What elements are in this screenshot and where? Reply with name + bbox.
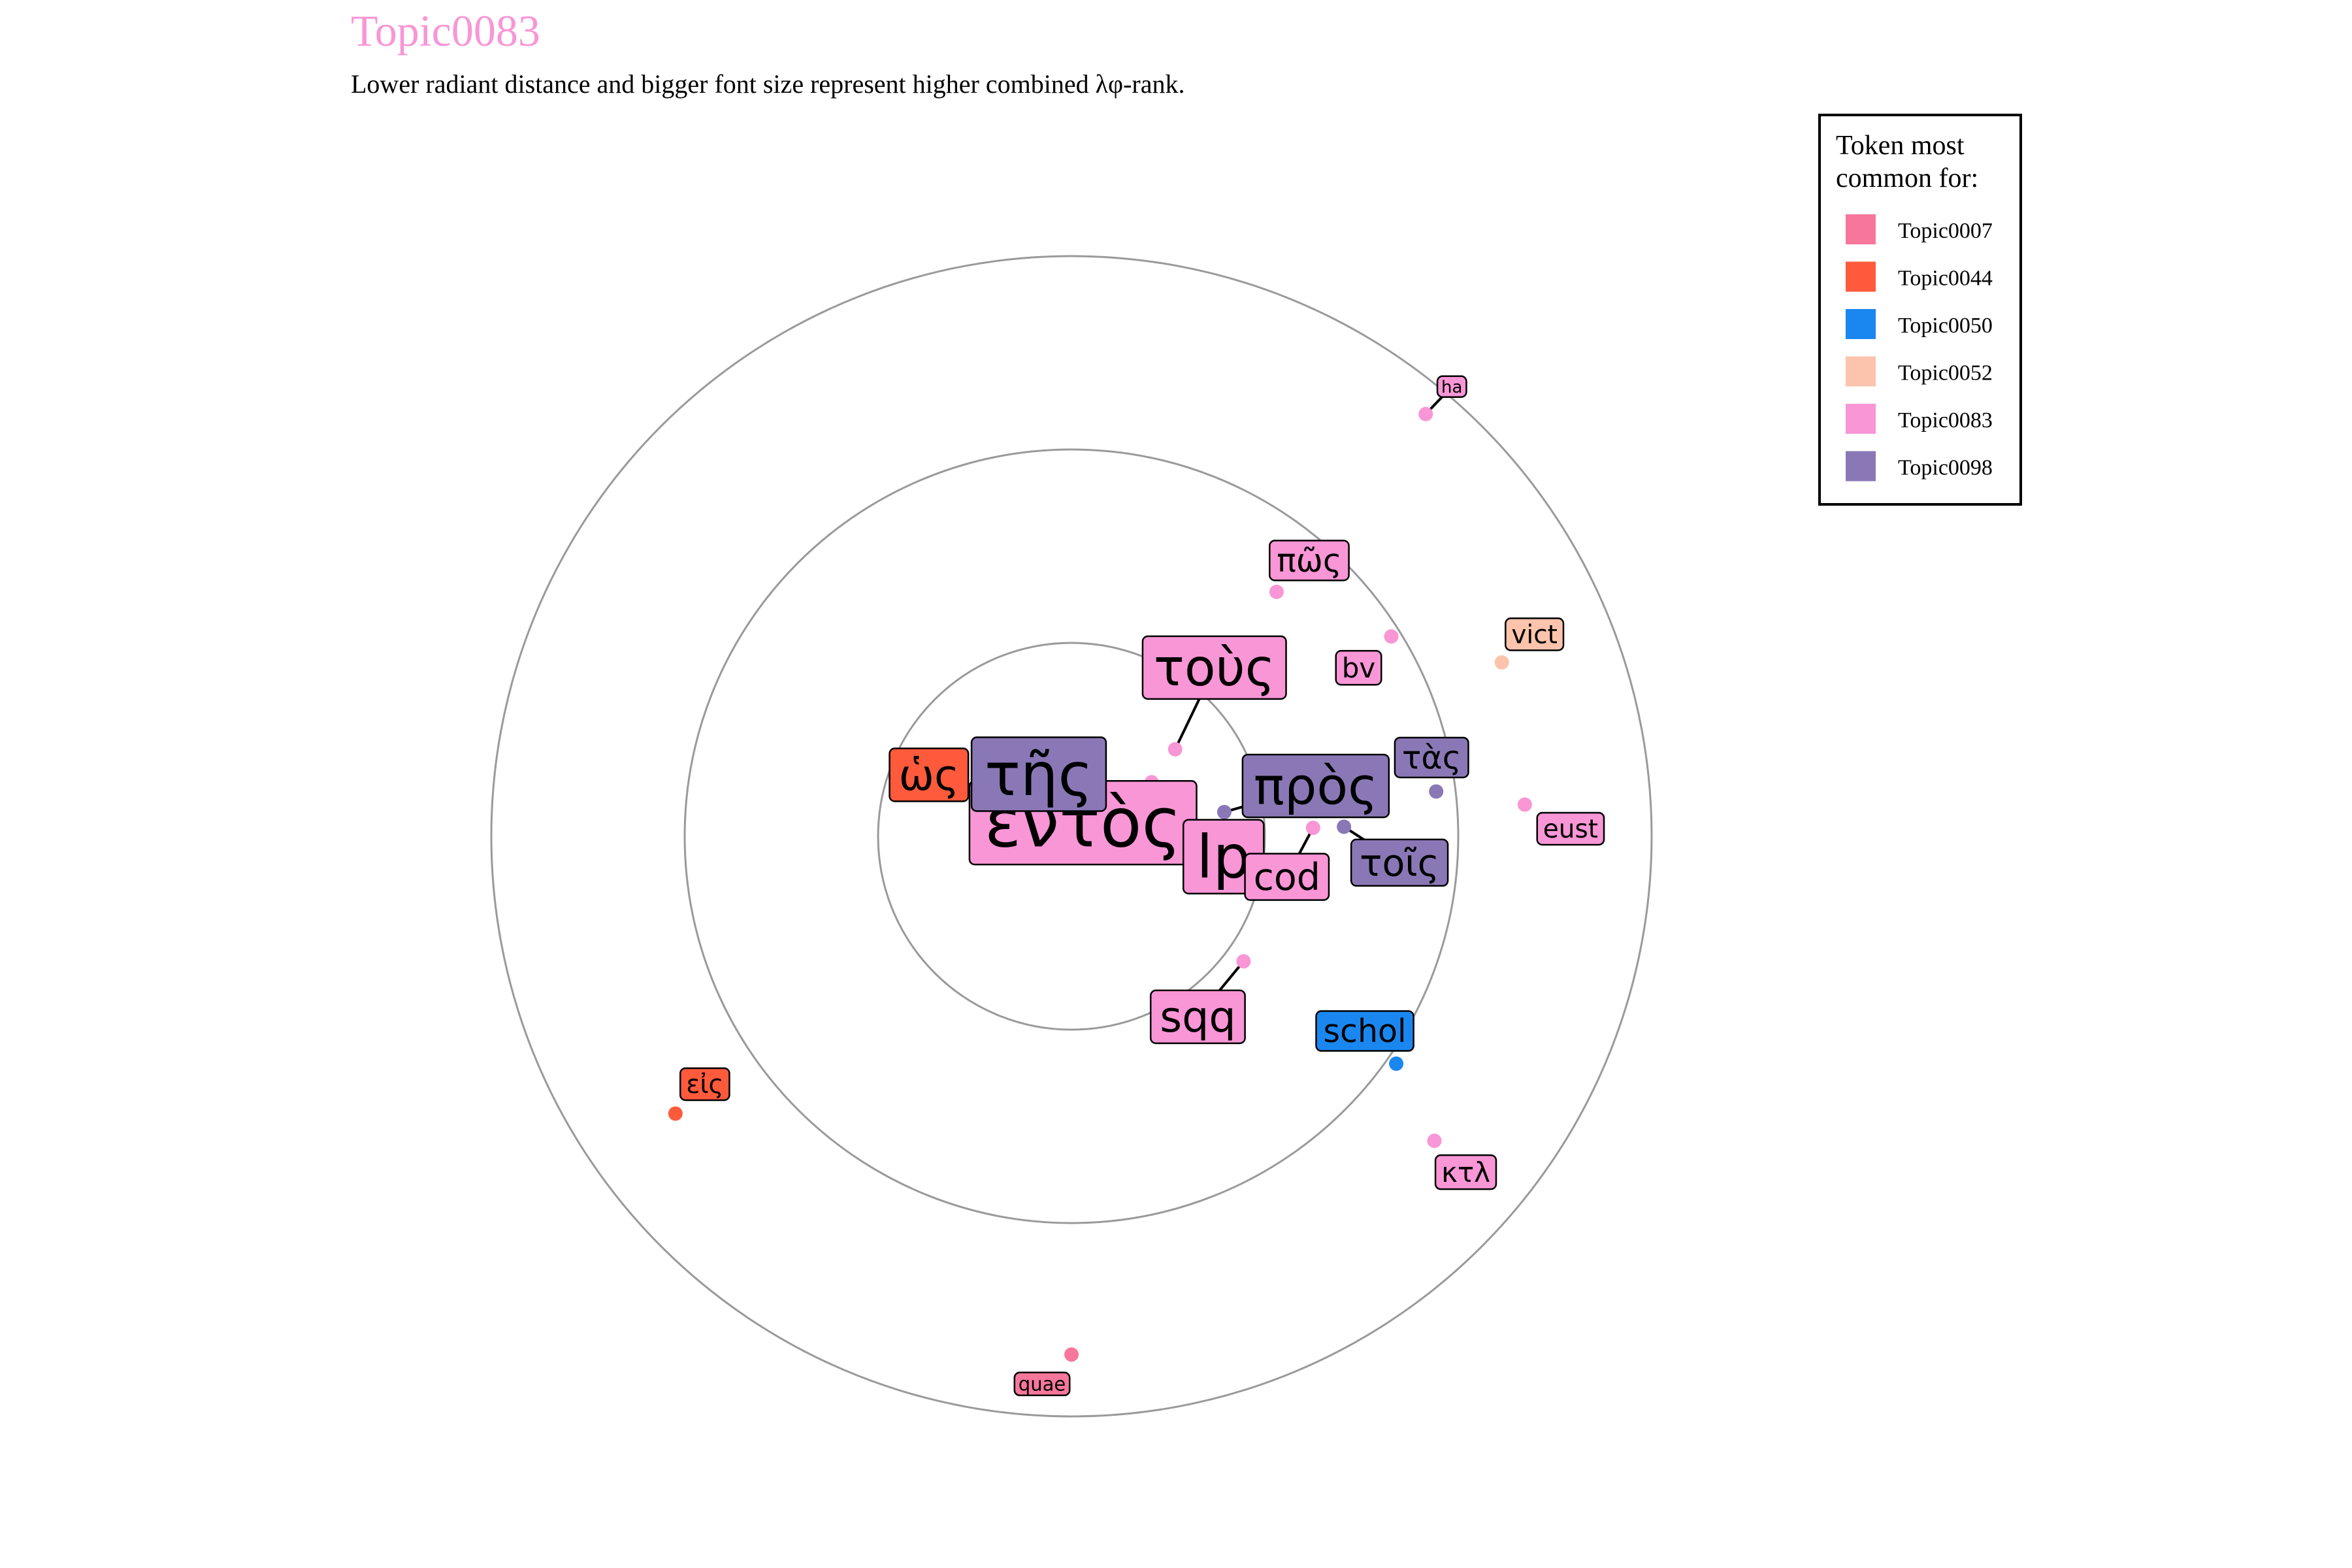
chart-subtitle: Lower radiant distance and bigger font s…: [351, 69, 1184, 99]
legend-label-topic0083: Topic0083: [1898, 408, 1993, 433]
token-label-text: εἰς: [686, 1070, 723, 1100]
legend: Token most common for: Topic0007Topic004…: [1818, 114, 2022, 506]
legend-label-topic0007: Topic0007: [1898, 219, 1993, 243]
token-label-text: τοὺς: [1154, 639, 1275, 698]
token-label-15: eust: [1536, 811, 1605, 846]
token-label-7: cod: [1244, 853, 1330, 901]
token-label-text: ὡς: [899, 751, 960, 800]
legend-swatch-topic0044: [1846, 261, 1876, 292]
token-label-box: [1141, 635, 1287, 700]
token-point-16: [668, 1106, 683, 1121]
token-label-text: πῶς: [1277, 542, 1341, 580]
legend-label-topic0052: Topic0052: [1898, 361, 1993, 385]
legend-swatch-topic0098: [1846, 451, 1876, 482]
token-label-18: quae: [1013, 1371, 1071, 1397]
ring-2: [683, 448, 1460, 1224]
token-point-14: [1494, 655, 1509, 670]
legend-swatch-topic0050: [1846, 309, 1876, 339]
token-label-1: τῆς: [970, 736, 1107, 812]
token-label-4: πρὸς: [1241, 753, 1390, 819]
legend-swatch-topic0052: [1846, 356, 1876, 387]
token-label-text: eust: [1543, 815, 1598, 844]
token-label-14: vict: [1505, 617, 1565, 651]
token-label-8: τοῖς: [1350, 838, 1449, 887]
token-label-13: κτλ: [1434, 1154, 1497, 1190]
token-label-text: τῆς: [985, 741, 1093, 809]
token-point-4: [1217, 804, 1232, 819]
token-label-box: [679, 1067, 730, 1102]
token-label-box: [1013, 1371, 1071, 1397]
token-point-11: [1384, 629, 1399, 644]
token-point-9: [1429, 784, 1444, 799]
token-label-text: sqq: [1160, 993, 1235, 1042]
legend-label-topic0050: Topic0050: [1898, 314, 1993, 338]
legend-swatch-topic0083: [1846, 404, 1876, 434]
token-point-7: [1305, 821, 1320, 836]
token-label-12: schol: [1315, 1010, 1414, 1052]
token-point-15: [1517, 797, 1532, 812]
ring-3: [490, 255, 1653, 1418]
token-label-box: [1394, 736, 1469, 779]
chart-title: Topic0083: [351, 6, 540, 56]
token-label-box: [1315, 1010, 1414, 1052]
token-label-text: schol: [1323, 1013, 1406, 1050]
distance-rings: [490, 255, 1653, 1418]
token-label-text: cod: [1254, 856, 1320, 899]
token-point-13: [1427, 1134, 1442, 1149]
token-label-box: [1536, 811, 1605, 846]
token-label-box: [1241, 753, 1390, 819]
token-label-11: bv: [1335, 649, 1382, 686]
token-point-8: [1337, 819, 1352, 834]
legend-swatch-topic0007: [1846, 214, 1876, 244]
token-label-text: πρὸς: [1254, 757, 1378, 816]
token-label-5: ὡς: [889, 747, 970, 802]
token-point-17: [1418, 406, 1433, 421]
token-label-box: [1335, 649, 1382, 686]
token-label-text: ha: [1441, 378, 1462, 397]
token-point-18: [1064, 1347, 1079, 1362]
token-label-17: ha: [1436, 375, 1467, 399]
token-label-10: πῶς: [1269, 540, 1350, 581]
token-point-6: [1236, 954, 1251, 969]
token-label-text: quae: [1019, 1373, 1066, 1395]
token-label-text: lp: [1196, 823, 1250, 892]
token-label-box: [1350, 838, 1449, 887]
token-label-box: [1269, 540, 1350, 581]
token-point-3: [1168, 742, 1183, 757]
token-point-10: [1269, 584, 1284, 599]
token-point-12: [1389, 1056, 1404, 1071]
legend-label-topic0044: Topic0044: [1898, 267, 1993, 291]
legend-title-line-1: Token most: [1836, 131, 1965, 161]
token-label-9: τὰς: [1394, 736, 1469, 779]
token-label-box: [1434, 1154, 1497, 1190]
token-label-box: [970, 736, 1107, 812]
token-label-text: τοῖς: [1360, 841, 1439, 885]
token-label-6: sqq: [1149, 989, 1246, 1045]
token-label-box: [889, 747, 970, 802]
token-label-text: τὰς: [1402, 740, 1462, 777]
token-label-text: bv: [1342, 652, 1376, 684]
legend-label-topic0098: Topic0098: [1898, 456, 1993, 480]
legend-entries: Topic0007Topic0044Topic0050Topic0052Topi…: [1846, 214, 1993, 482]
token-label-3: τοὺς: [1141, 635, 1287, 700]
token-label-box: [1244, 853, 1330, 901]
legend-title-line-2: common for:: [1836, 163, 1978, 193]
ring-1: [877, 642, 1266, 1031]
token-label-2: lp: [1182, 819, 1265, 894]
token-label-box: [1505, 617, 1565, 651]
token-label-box: [1436, 375, 1467, 399]
token-label-box: [1149, 989, 1246, 1045]
token-label-text: κτλ: [1441, 1156, 1490, 1188]
token-label-text: vict: [1511, 621, 1558, 650]
token-label-16: εἰς: [679, 1067, 730, 1102]
